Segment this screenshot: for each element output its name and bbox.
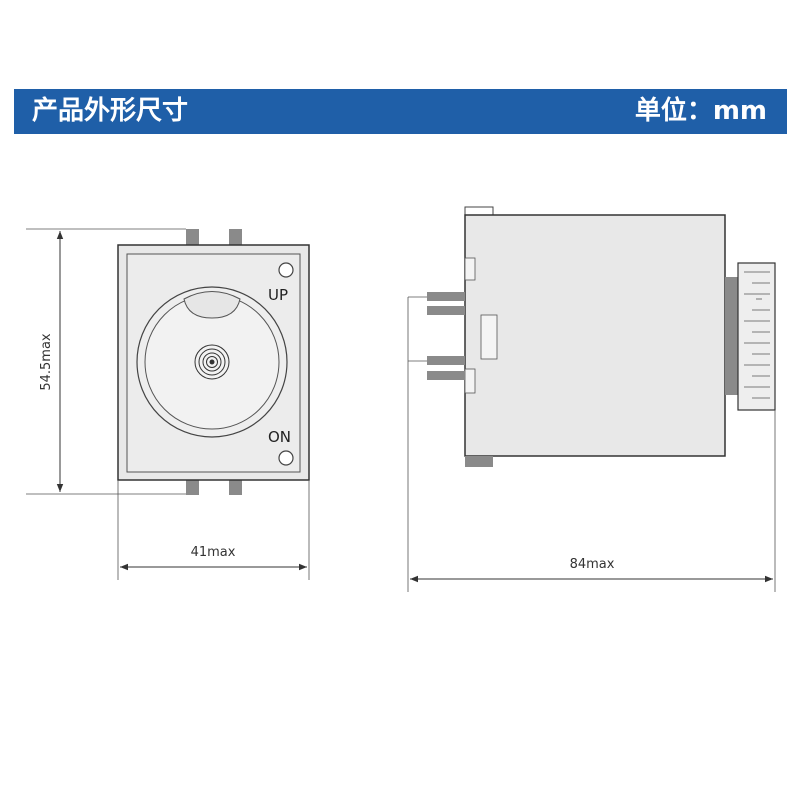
- side-pin-2: [427, 306, 465, 315]
- knob-ring-2: [198, 348, 226, 376]
- width-dim-label: 41max: [191, 545, 236, 560]
- side-view: 84max: [407, 206, 776, 592]
- page-title: 产品外形尺寸: [32, 96, 189, 126]
- knob-center: [209, 359, 215, 365]
- on-indicator-light: [278, 450, 294, 466]
- side-knob: [737, 262, 776, 411]
- pin-top-right: [229, 229, 242, 245]
- side-pin-1: [427, 292, 465, 301]
- side-latch-bottom: [464, 368, 476, 394]
- side-knob-ridges: [744, 271, 770, 399]
- side-pin-3: [427, 356, 465, 365]
- on-label: ON: [268, 428, 291, 446]
- front-view: UP ON 54.5max 41max: [26, 228, 310, 580]
- up-label: UP: [268, 286, 288, 304]
- knob-ring-4: [206, 356, 218, 368]
- header-bar: 产品外形尺寸 单位：mm: [14, 89, 787, 134]
- side-bottom-foot: [465, 456, 493, 467]
- height-dim-label: 54.5max: [39, 333, 54, 391]
- side-body: [464, 214, 726, 457]
- dial-pointer-window: [183, 291, 241, 319]
- unit-label: 单位：mm: [634, 96, 767, 126]
- side-pin-4: [427, 371, 465, 380]
- pin-bottom-right: [229, 479, 242, 495]
- up-indicator-light: [278, 262, 294, 278]
- pin-bottom-left: [186, 479, 199, 495]
- knob-ring-3: [202, 352, 222, 372]
- pin-top-left: [186, 229, 199, 245]
- side-knob-neck: [725, 277, 739, 395]
- knob-ring-1: [194, 344, 230, 380]
- side-latch-top: [464, 257, 476, 281]
- side-center-window: [480, 314, 498, 360]
- length-dim-label: 84max: [570, 557, 615, 572]
